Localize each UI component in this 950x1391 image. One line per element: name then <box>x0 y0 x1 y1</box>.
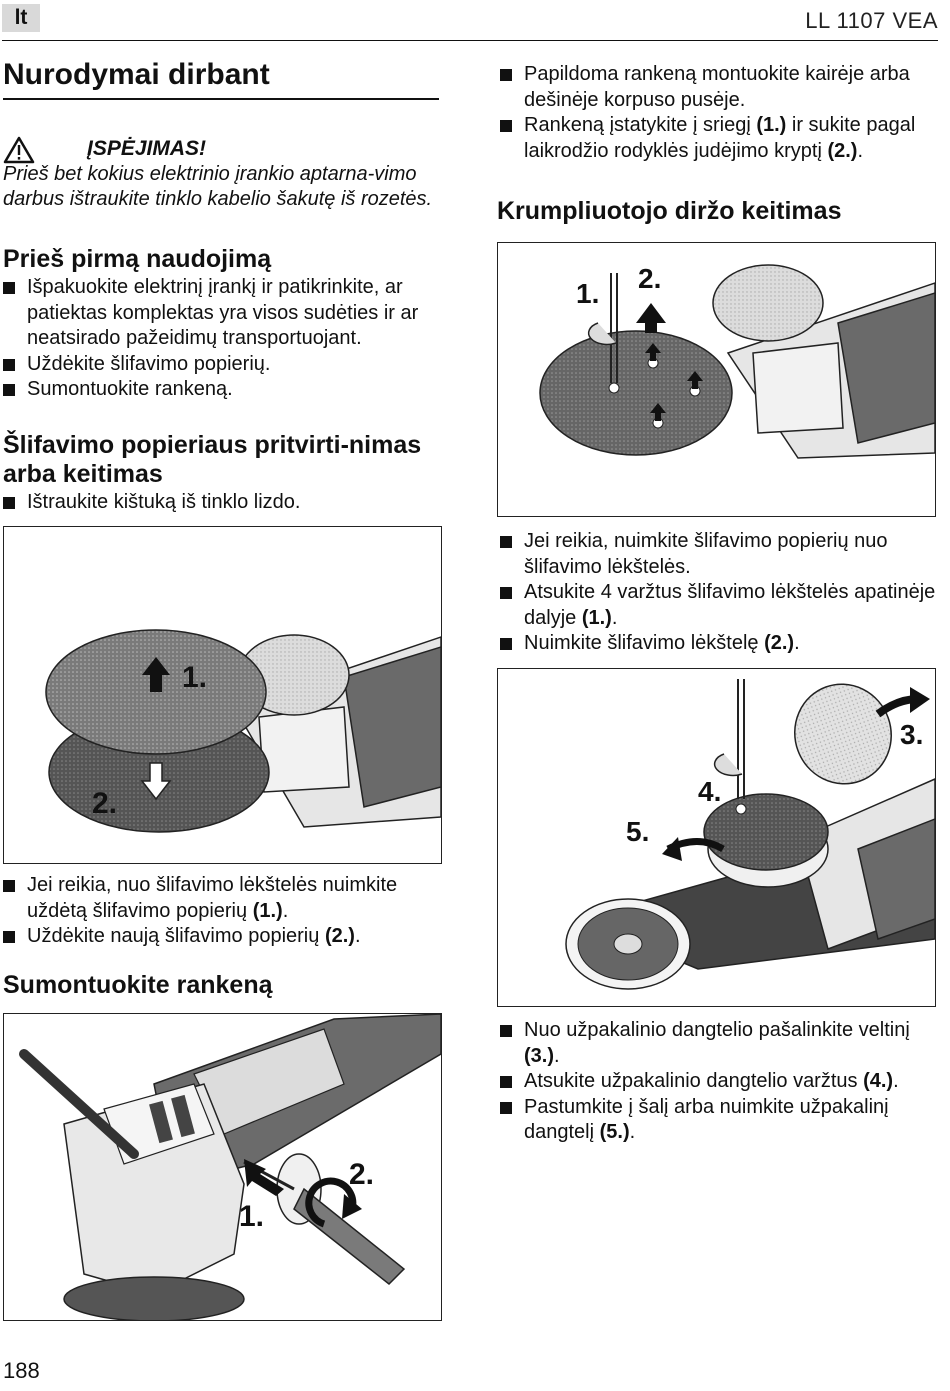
fig1-label-2: 2. <box>92 787 117 820</box>
section-first-use-title: Prieš pirmą naudojimą <box>3 245 272 273</box>
fig4-label-5: 5. <box>626 816 649 847</box>
fig4-label-3: 3. <box>900 719 923 750</box>
list-item: Atsukite 4 varžtus šlifavimo lėkštelės a… <box>497 580 937 631</box>
header-rule <box>2 40 938 41</box>
list-item: Išpakuokite elektrinį įrankį ir patikrin… <box>0 275 440 352</box>
section-belt-title: Krumpliuotojo diržo keitimas <box>497 197 842 225</box>
figure-belt-cover: 3. 4. 5. <box>497 668 936 1007</box>
fig3-label-2: 2. <box>638 263 661 294</box>
warning-icon <box>3 136 35 164</box>
language-tab: lt <box>2 4 40 32</box>
list-item: Ištraukite kištuką iš tinklo lizdo. <box>0 490 440 516</box>
list-item: Nuo užpakalinio dangtelio pašalinkite ve… <box>497 1018 937 1069</box>
fig2-label-2: 2. <box>349 1158 374 1191</box>
fig3-label-1: 1. <box>576 278 599 309</box>
list-item: Jei reikia, nuimkite šlifavimo popierių … <box>497 529 937 580</box>
pad-steps-list: Jei reikia, nuimkite šlifavimo popierių … <box>497 529 937 657</box>
handle-steps-list: Papildoma rankeną montuokite kairėje arb… <box>497 62 937 164</box>
section-handle-title: Sumontuokite rankeną <box>3 971 273 999</box>
list-item: Uždėkite šlifavimo popierių. <box>0 352 440 378</box>
list-item: Jei reikia, nuo šlifavimo lėkštelės nuim… <box>0 873 440 924</box>
sandpaper-steps-list: Jei reikia, nuo šlifavimo lėkštelės nuim… <box>0 873 440 950</box>
title-rule <box>3 98 439 100</box>
list-item: Sumontuokite rankeną. <box>0 377 440 403</box>
list-item: Uždėkite naują šlifavimo popierių (2.). <box>0 924 440 950</box>
fig2-label-1: 1. <box>239 1200 264 1233</box>
warning-text: Prieš bet kokius elektrinio įrankio apta… <box>3 163 433 210</box>
list-item: Pastumkite į šalį arba nuimkite užpakali… <box>497 1095 937 1146</box>
figure-handle-mount: 1. 2. <box>3 1013 442 1321</box>
first-use-list: Išpakuokite elektrinį įrankį ir patikrin… <box>0 275 440 403</box>
list-item: Papildoma rankeną montuokite kairėje arb… <box>497 62 937 113</box>
warning-title: ĮSPĖJIMAS! <box>87 137 207 160</box>
page-title: Nurodymai dirbant <box>3 58 270 91</box>
fig4-label-4: 4. <box>698 776 721 807</box>
sandpaper-list: Ištraukite kištuką iš tinklo lizdo. <box>0 490 440 516</box>
list-item: Atsukite užpakalinio dangtelio varžtus (… <box>497 1069 937 1095</box>
belt-steps-list: Nuo užpakalinio dangtelio pašalinkite ve… <box>497 1018 937 1146</box>
model-number: LL 1107 VEA <box>805 8 938 33</box>
section-sandpaper-title: Šlifavimo popieriaus pritvirti-nimas arb… <box>3 431 422 488</box>
fig1-label-1: 1. <box>182 661 207 694</box>
page-number: 188 <box>3 1358 40 1383</box>
figure-sandpaper-change: 1. 2. <box>3 526 442 864</box>
list-item: Nuimkite šlifavimo lėkštelę (2.). <box>497 631 937 657</box>
list-item: Rankeną įstatykite į sriegį (1.) ir suki… <box>497 113 937 164</box>
figure-pad-screws: 1. 2. <box>497 242 936 517</box>
